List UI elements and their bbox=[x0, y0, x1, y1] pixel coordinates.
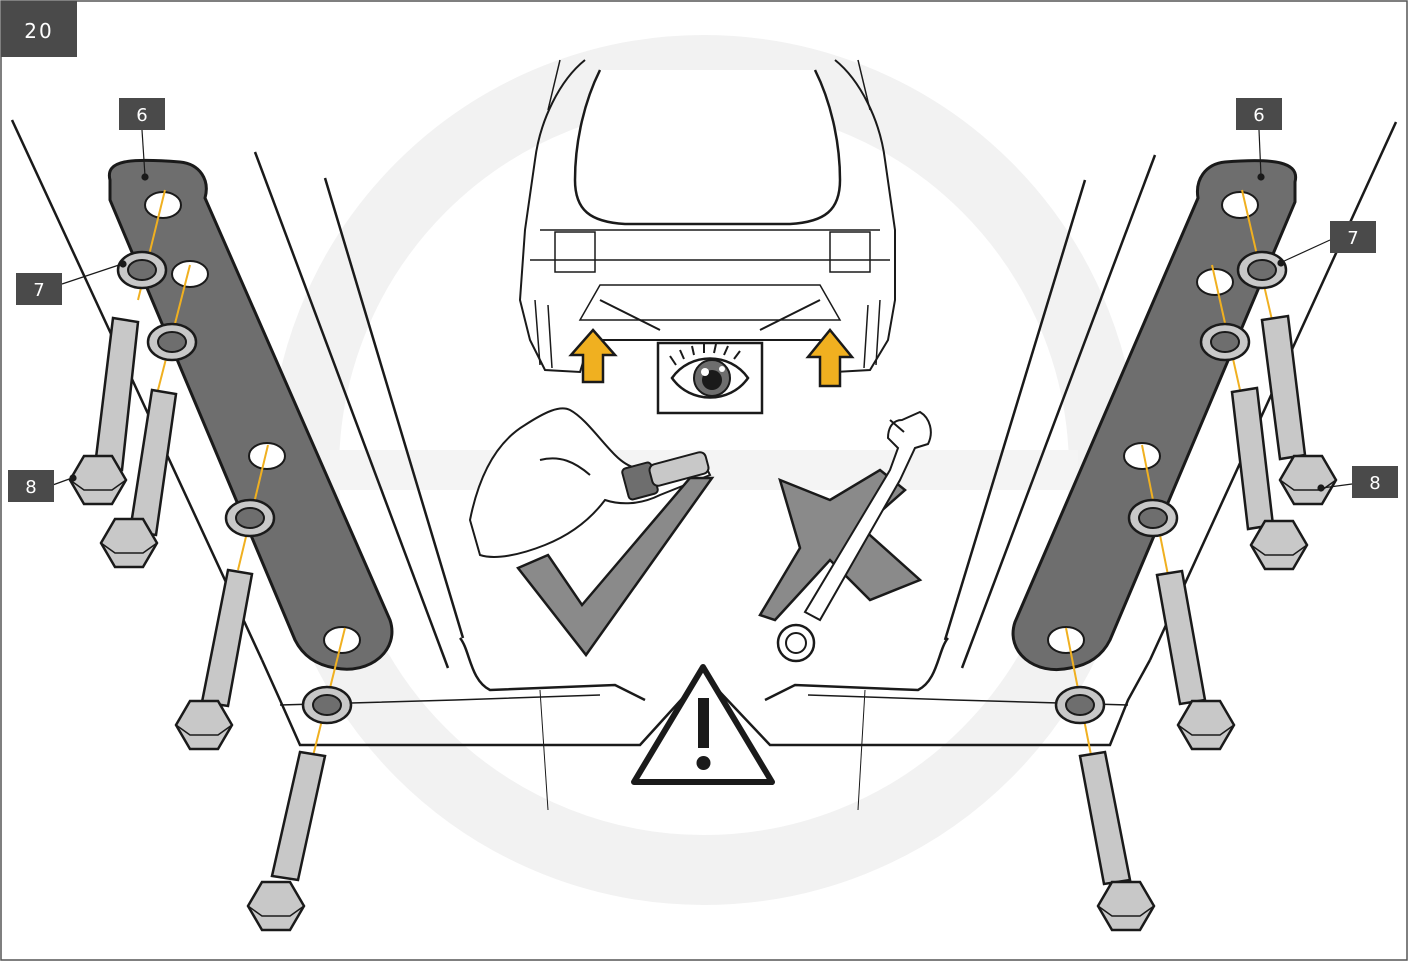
attention-arrow-right bbox=[805, 328, 855, 388]
callout-label-bolt-left: 8 bbox=[8, 470, 54, 502]
callout-label-bolt-right: 8 bbox=[1352, 466, 1398, 498]
callout-label-washer-left: 7 bbox=[16, 273, 62, 305]
subframe-rails bbox=[10, 119, 1398, 811]
warning-triangle-icon bbox=[631, 664, 775, 785]
callout-label-washer-right: 7 bbox=[1330, 221, 1376, 253]
svg-text:6: 6 bbox=[136, 105, 147, 126]
plate-left bbox=[107, 158, 394, 671]
step-badge: 20 bbox=[1, 1, 77, 57]
attention-arrow-left bbox=[568, 328, 618, 384]
svg-text:8: 8 bbox=[1369, 473, 1380, 494]
svg-text:8: 8 bbox=[25, 477, 36, 498]
plate-right bbox=[1011, 159, 1298, 671]
callout-label-plate-left: 6 bbox=[119, 98, 165, 130]
svg-text:7: 7 bbox=[1347, 228, 1358, 249]
step-number: 20 bbox=[24, 19, 53, 43]
bolts-left bbox=[68, 316, 327, 932]
callout-label-plate-right: 6 bbox=[1236, 98, 1282, 130]
svg-text:6: 6 bbox=[1253, 105, 1264, 126]
callout-leaders bbox=[49, 129, 1353, 492]
bolts-right bbox=[1078, 314, 1338, 932]
svg-text:7: 7 bbox=[33, 280, 44, 301]
car-rear-view bbox=[518, 59, 896, 374]
hand-tighten-icon bbox=[468, 407, 712, 558]
wrench-cross-icon bbox=[758, 410, 932, 663]
checkmark-icon bbox=[516, 476, 715, 658]
eye-icon bbox=[656, 341, 764, 415]
